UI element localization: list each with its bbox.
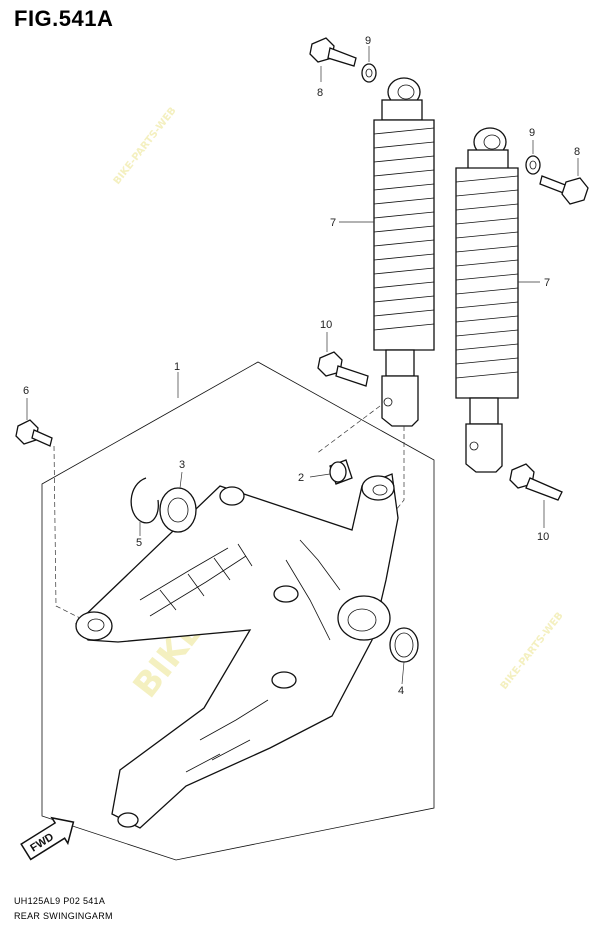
leader-lines — [26, 46, 579, 685]
callout-9-top: 9 — [365, 35, 371, 47]
forward-arrow-icon: FWD — [20, 816, 75, 861]
callout-10-left: 10 — [320, 319, 332, 331]
bolt-8-right[interactable] — [539, 175, 589, 205]
collar-2[interactable] — [329, 459, 353, 485]
washer-9-top[interactable] — [361, 63, 377, 83]
bolt-10-left[interactable] — [317, 351, 369, 387]
footer-figure-name: REAR SWINGINGARM — [14, 911, 113, 921]
callout-6: 6 — [23, 385, 29, 397]
callout-3: 3 — [179, 459, 185, 471]
callout-7-left: 7 — [330, 217, 336, 229]
callout-labels: 1 2 3 4 5 6 7 7 8 8 9 9 10 10 — [23, 35, 580, 697]
callout-9-right: 9 — [529, 127, 535, 139]
callout-8-right: 8 — [574, 146, 580, 158]
callout-2: 2 — [298, 472, 304, 484]
bolt-8-top[interactable] — [309, 37, 357, 67]
bolt-6[interactable] — [15, 419, 53, 447]
callout-10-right: 10 — [537, 531, 549, 543]
washer-9-right[interactable] — [525, 155, 541, 175]
swing-arm[interactable] — [75, 473, 399, 829]
shock-absorber-left[interactable] — [373, 77, 435, 427]
watermark-small-1: BIKE-PARTS-WEB — [112, 105, 179, 186]
circlip-5[interactable] — [130, 477, 159, 524]
callout-4: 4 — [398, 685, 404, 697]
figure-title: FIG.541A — [14, 6, 114, 31]
bearing-3[interactable] — [159, 487, 197, 533]
ring-4[interactable] — [389, 627, 419, 663]
callout-1: 1 — [174, 361, 180, 373]
callout-7-right: 7 — [544, 277, 550, 289]
callout-5: 5 — [136, 537, 142, 549]
shock-absorber-right[interactable] — [455, 127, 519, 473]
watermark-small-2: BIKE-PARTS-WEB — [499, 610, 566, 691]
assembly-outline — [41, 361, 435, 861]
footer-figure-code: UH125AL9 P02 541A — [14, 896, 106, 906]
bolt-10-right[interactable] — [509, 463, 563, 501]
callout-8-top: 8 — [317, 87, 323, 99]
